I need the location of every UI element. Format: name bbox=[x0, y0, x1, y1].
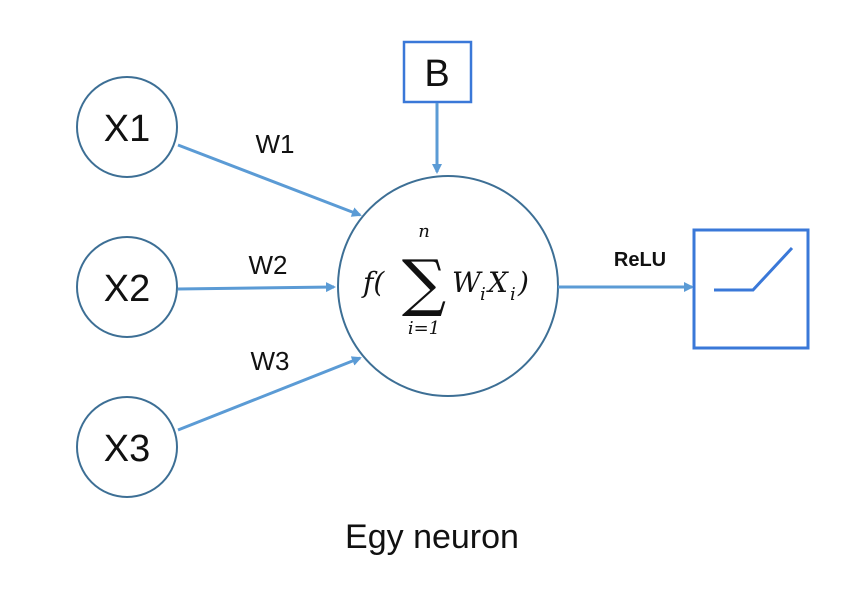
formula-close: ) bbox=[517, 266, 529, 299]
formula-term-x: X bbox=[486, 266, 509, 299]
formula-term-w: W bbox=[452, 266, 483, 299]
diagram-caption: Egy neuron bbox=[345, 518, 519, 556]
activation-label: ReLU bbox=[614, 249, 666, 271]
input-label-x2: X2 bbox=[104, 268, 150, 310]
bias-label: B bbox=[424, 53, 449, 95]
formula-sigma: ∑ bbox=[402, 246, 446, 319]
formula-term-x-sub: i bbox=[510, 284, 516, 305]
weight-arrow-3 bbox=[177, 356, 362, 432]
formula-term-w-sub: i bbox=[480, 284, 486, 305]
input-label-x3: X3 bbox=[104, 428, 150, 470]
relu-graph-icon bbox=[714, 246, 794, 292]
bias-box bbox=[402, 40, 473, 104]
weight-label-w2: W2 bbox=[249, 250, 288, 280]
weight-label-w1: W1 bbox=[256, 129, 295, 159]
input-node-x1 bbox=[76, 76, 178, 178]
input-node-x3 bbox=[76, 396, 178, 498]
weight-label-w3: W3 bbox=[251, 346, 290, 376]
input-label-x1: X1 bbox=[104, 108, 150, 150]
weight-arrow-1 bbox=[177, 143, 362, 217]
formula-sum-lower: i=1 bbox=[408, 318, 440, 339]
formula-f: f( bbox=[361, 266, 385, 299]
input-node-x2 bbox=[76, 236, 178, 338]
weight-arrow-2 bbox=[177, 282, 336, 293]
formula-sum-upper: n bbox=[418, 221, 430, 242]
